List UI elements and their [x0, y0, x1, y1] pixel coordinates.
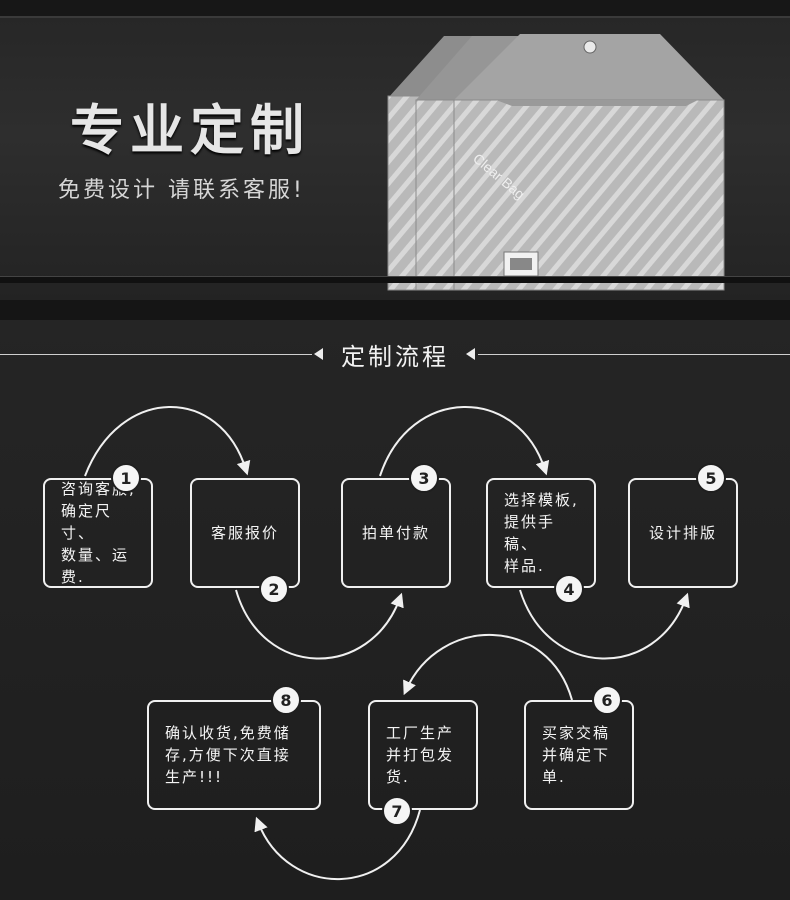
- arrow-left-icon: [314, 348, 323, 360]
- top-banner: 专业定制 免费设计 请联系客服! Clear Bag: [0, 0, 790, 300]
- bag-front: Clear Bag: [453, 34, 725, 291]
- arrow-6-to-7: [403, 633, 573, 701]
- step-box-5: 设计排版: [628, 478, 738, 588]
- step-5-badge: 5: [696, 463, 726, 493]
- step-7-badge: 7: [382, 796, 412, 826]
- step-1-text: 咨询客服, 确定尺寸、 数量、运 费.: [61, 480, 136, 586]
- step-5-text: 设计排版: [648, 524, 717, 542]
- document-bags-image: Clear Bag: [387, 34, 725, 291]
- section-divider: [0, 300, 790, 320]
- process-header: 定制流程: [341, 343, 449, 371]
- step-box-2: 客服报价: [190, 478, 300, 588]
- step-3-text: 拍单付款: [361, 524, 430, 542]
- step-3-badge: 3: [409, 463, 439, 493]
- step-1-badge: 1: [111, 463, 141, 493]
- step-4-badge: 4: [554, 574, 584, 604]
- banner-subtitle: 免费设计 请联系客服!: [58, 178, 305, 203]
- step-2-text: 客服报价: [210, 524, 279, 542]
- arrow-3-to-4: [379, 406, 550, 477]
- step-8-text: 确认收货,免费储 存,方便下次直接 生产!!!: [165, 724, 291, 786]
- banner-bottom-stripe: [0, 276, 790, 283]
- step-box-4: 选择模板, 提供手稿、 样品.: [486, 478, 596, 588]
- step-6-badge: 6: [592, 685, 622, 715]
- step-7-text: 工厂生产 并打包发 货.: [386, 724, 455, 786]
- step-6-text: 买家交稿 并确定下 单.: [542, 724, 611, 786]
- header-line-left: [0, 354, 312, 355]
- step-box-6: 买家交稿 并确定下 单.: [524, 700, 634, 810]
- step-4-text: 选择模板, 提供手稿、 样品.: [504, 491, 579, 575]
- arrow-left-icon: [466, 348, 475, 360]
- banner-top-stripe: [0, 0, 790, 18]
- step-box-7: 工厂生产 并打包发 货.: [368, 700, 478, 810]
- step-box-3: 拍单付款: [341, 478, 451, 588]
- step-box-8: 确认收货,免费储 存,方便下次直接 生产!!!: [147, 700, 321, 810]
- step-8-badge: 8: [271, 685, 301, 715]
- arrow-1-to-2: [84, 406, 251, 477]
- step-2-badge: 2: [259, 574, 289, 604]
- banner-title: 专业定制: [70, 99, 310, 162]
- header-line-right: [478, 354, 790, 355]
- arrow-4-to-5: [519, 589, 690, 660]
- arrow-7-to-8: [254, 809, 421, 881]
- step-box-1: 咨询客服, 确定尺寸、 数量、运 费.: [43, 478, 153, 588]
- arrow-2-to-3: [235, 589, 404, 660]
